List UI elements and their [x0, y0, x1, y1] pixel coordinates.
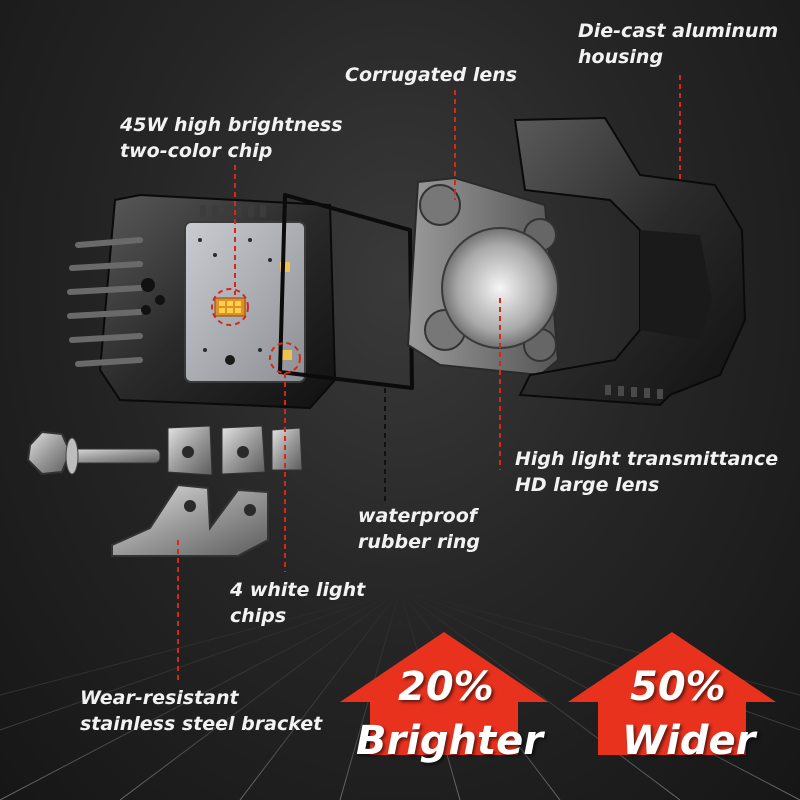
arrow-up: [340, 632, 776, 755]
bracket: [111, 483, 269, 557]
label-housing-line1: Die-cast aluminum: [578, 20, 779, 42]
label-bracket: Wear-resistant stainless steel bracket: [80, 685, 322, 737]
promo-wider-percent: 50%: [630, 664, 726, 710]
label-white-chips-line1: 4 white light: [230, 579, 366, 601]
chip-board: [184, 221, 306, 383]
promo-brighter-percent: 20%: [398, 664, 494, 710]
label-bracket-line1: Wear-resistant: [80, 687, 239, 709]
label-white-chips-line2: chips: [230, 605, 287, 627]
label-housing-line2: housing: [578, 46, 664, 68]
promo-brighter-word: Brighter: [356, 718, 544, 764]
front-housing: [513, 116, 747, 407]
label-hd-lens-line1: High light transmittance: [515, 448, 779, 470]
promo-wider-word: Wider: [622, 718, 756, 764]
label-hd-lens-line2: HD large lens: [515, 474, 660, 496]
clamp-brackets: [167, 425, 303, 476]
label-hd-lens: High light transmittance HD large lens: [515, 446, 778, 498]
leader-lines: [177, 75, 681, 680]
label-ring-line2: rubber ring: [358, 531, 480, 553]
label-chip-line2: two-color chip: [120, 140, 273, 162]
corrugated-lens: [406, 176, 560, 377]
label-chip: 45W high brightness two-color chip: [120, 112, 343, 164]
label-bracket-line2: stainless steel bracket: [80, 713, 323, 735]
label-corrugated-lens: Corrugated lens: [345, 64, 518, 86]
bolt: [26, 430, 161, 476]
two-color-chip: [214, 297, 246, 317]
label-white-chips: 4 white light chips: [230, 577, 365, 629]
label-rubber-ring: waterproof rubber ring: [358, 503, 480, 555]
label-ring-line1: waterproof: [358, 505, 478, 527]
rubber-ring: [278, 193, 414, 390]
label-chip-line1: 45W high brightness: [120, 114, 343, 136]
label-housing: Die-cast aluminum housing: [578, 18, 778, 70]
